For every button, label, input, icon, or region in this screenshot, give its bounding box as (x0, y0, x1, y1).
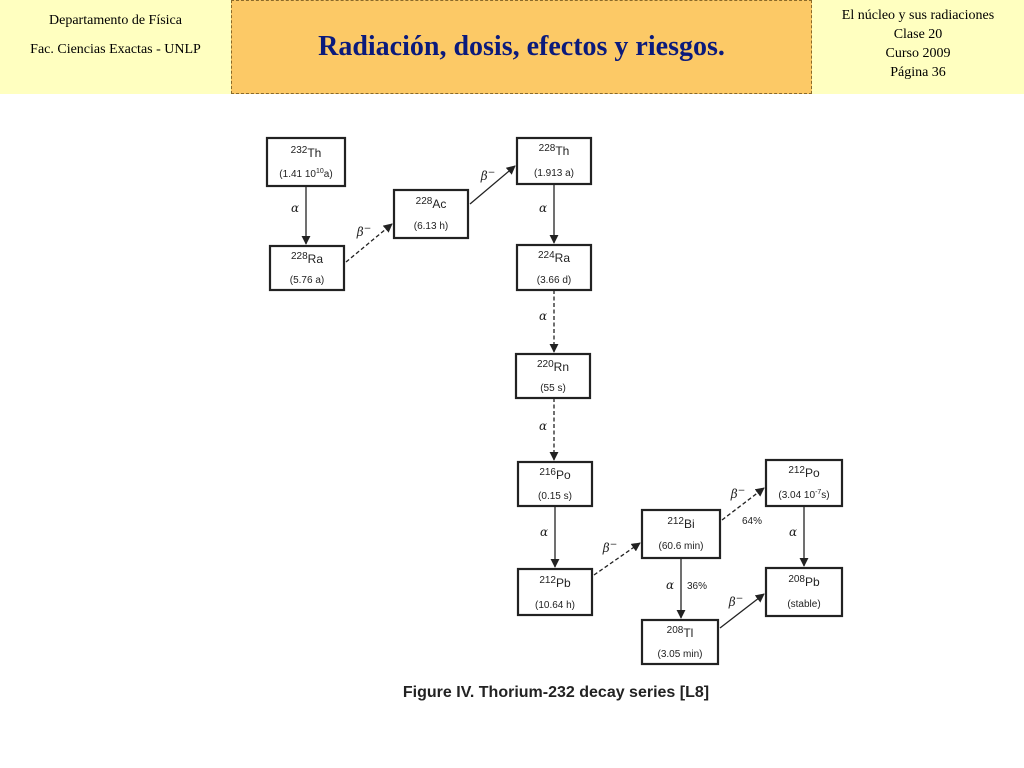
nuclide-box-pb212: 212Pb (10.64 h) (516, 567, 594, 617)
alpha-arrow-ra224-rn220: α (539, 290, 559, 353)
svg-text:(60.6 min): (60.6 min) (658, 541, 703, 552)
header-right-panel: El núcleo y sus radiaciones Clase 20 Cur… (812, 0, 1024, 94)
svg-text:α: α (666, 578, 674, 592)
nuclide-box-pb208: 208Pb (stable) (764, 566, 844, 618)
beta-arrow-tl208-pb208: β− (719, 593, 765, 629)
beta-arrow-pb212-bi212: β− (593, 540, 641, 576)
svg-text:212Bi: 212Bi (667, 516, 694, 531)
svg-text:212Po: 212Po (788, 465, 820, 480)
page-number-label: Página 36 (890, 65, 946, 80)
svg-text:(3.04 10-7s): (3.04 10-7s) (778, 489, 829, 501)
beta-arrow-bi212-po212: β− 64% (721, 486, 765, 527)
nuclide-box-bi212: 212Bi (60.6 min) (640, 508, 722, 560)
svg-text:228Ac: 228Ac (416, 196, 447, 211)
svg-text:(5.76 a): (5.76 a) (290, 275, 324, 286)
svg-text:α: α (539, 309, 547, 323)
class-number-label: Clase 20 (893, 27, 943, 42)
svg-text:224Ra: 224Ra (538, 250, 570, 265)
course-year-label: Curso 2009 (885, 46, 951, 61)
beta-arrow-ac228-th228: β− (469, 165, 516, 205)
header-left-panel: Departamento de Física Fac. Ciencias Exa… (0, 0, 231, 94)
svg-text:208Pb: 208Pb (788, 574, 820, 589)
svg-text:α: α (539, 419, 547, 433)
nuclide-box-th228: 228Th (1.913 a) (515, 136, 593, 186)
svg-text:α: α (291, 201, 299, 215)
alpha-arrow-th228-ra224: α (539, 184, 559, 244)
svg-text:228Th: 228Th (539, 143, 570, 158)
svg-text:(3.66 d): (3.66 d) (537, 275, 571, 286)
nuclide-box-po212: 212Po (3.04 10-7s) (764, 458, 844, 508)
slide-title: Radiación, dosis, efectos y riesgos. (318, 31, 725, 62)
nuclide-box-th232: 232Th (1.41 1010a) (265, 136, 347, 188)
nuclide-box-ra228: 228Ra (5.76 a) (268, 244, 346, 292)
course-topic-label: El núcleo y sus radiaciones (841, 8, 995, 23)
nuclide-box-rn220: 220Rn (55 s) (514, 352, 592, 400)
svg-text:β−: β− (356, 224, 371, 239)
beta-arrow-ra228-ac228: β− (345, 223, 393, 263)
svg-text:α: α (789, 525, 797, 539)
svg-text:220Rn: 220Rn (537, 359, 569, 374)
svg-text:α: α (540, 525, 548, 539)
svg-text:(1.41 1010a): (1.41 1010a) (279, 168, 332, 180)
alpha-arrow-po216-pb212: α (540, 506, 560, 568)
bi212-beta-branch-label: 64% (742, 516, 762, 527)
faculty-label: Fac. Ciencias Exactas - UNLP (30, 42, 201, 57)
alpha-arrow-th232-ra228: α (291, 186, 311, 245)
svg-text:β−: β− (730, 486, 745, 501)
svg-text:216Po: 216Po (539, 467, 571, 482)
alpha-arrow-rn220-po216: α (539, 398, 559, 461)
svg-text:(0.15 s): (0.15 s) (538, 491, 572, 502)
nuclide-box-tl208: 208Tl (3.05 min) (640, 618, 720, 666)
svg-text:232Th: 232Th (291, 145, 322, 160)
alpha-arrow-bi212-tl208: α 36% (666, 558, 707, 619)
alpha-arrow-po212-pb208: α (789, 506, 809, 567)
svg-text:β−: β− (602, 540, 617, 555)
svg-text:(3.05 min): (3.05 min) (657, 649, 702, 660)
svg-text:212Pb: 212Pb (539, 575, 571, 590)
svg-text:(1.913 a): (1.913 a) (534, 168, 574, 179)
nuclide-box-po216: 216Po (0.15 s) (516, 460, 594, 508)
svg-text:228Ra: 228Ra (291, 251, 323, 266)
svg-text:α: α (539, 201, 547, 215)
nuclide-box-ra224: 224Ra (3.66 d) (515, 243, 593, 292)
svg-text:(55 s): (55 s) (540, 383, 566, 394)
svg-text:208Tl: 208Tl (667, 625, 694, 640)
figure-caption: Figure IV. Thorium-232 decay series [L8] (403, 684, 709, 701)
svg-text:β−: β− (728, 594, 743, 609)
svg-text:(6.13 h): (6.13 h) (414, 221, 448, 232)
department-label: Departamento de Física (49, 13, 182, 28)
nuclide-box-ac228: 228Ac (6.13 h) (392, 188, 470, 240)
slide-title-panel: Radiación, dosis, efectos y riesgos. (231, 0, 812, 94)
bi212-alpha-branch-label: 36% (687, 581, 707, 592)
svg-text:β−: β− (480, 168, 495, 183)
svg-text:(stable): (stable) (787, 599, 820, 610)
svg-text:(10.64 h): (10.64 h) (535, 600, 575, 611)
